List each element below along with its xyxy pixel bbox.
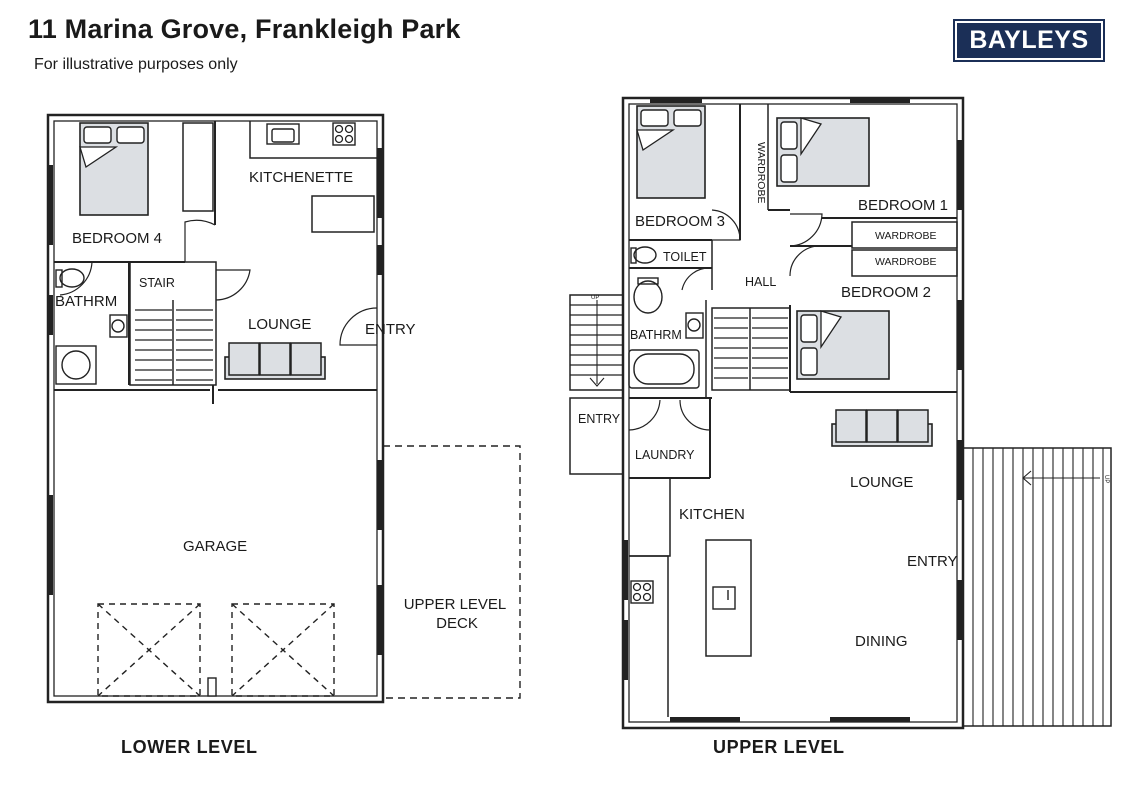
room-label: DINING: [855, 633, 908, 650]
lower-stair-treads: [135, 309, 213, 381]
room-label: DECK: [436, 615, 478, 632]
room-label: TOILET: [663, 250, 707, 264]
room-label: WARDROBE: [755, 142, 767, 203]
room-label: WARDROBE: [875, 230, 936, 242]
room-label: BEDROOM 2: [841, 284, 931, 301]
room-label: GARAGE: [183, 538, 247, 555]
bayleys-logo: BAYLEYS: [953, 19, 1105, 62]
upper-stair-treads: [714, 317, 788, 379]
stair-direction-label: UP: [591, 295, 599, 301]
room-label: STAIR: [139, 276, 175, 290]
bed-icon: [79, 122, 149, 216]
basin-icon: [109, 314, 128, 338]
room-label: BEDROOM 3: [635, 213, 725, 230]
upper-level-plan: [569, 96, 965, 730]
lower-level-label: LOWER LEVEL: [121, 737, 258, 757]
room-label: ENTRY: [907, 553, 958, 570]
toilet-icon: [55, 268, 85, 288]
stair-direction-label: UP: [1103, 475, 1109, 483]
room-label: LOUNGE: [248, 316, 311, 333]
exterior-stair-left: [569, 294, 624, 391]
upper-level-label: UPPER LEVEL: [713, 737, 845, 757]
room-label: UPPER LEVEL: [404, 596, 507, 613]
room-label: HALL: [745, 275, 776, 289]
room-label: ENTRY: [578, 412, 621, 426]
lower-level-plan: [46, 113, 521, 704]
room-label: BATHRM: [55, 293, 117, 310]
exterior-deck-right: [962, 447, 1112, 727]
room-label: LOUNGE: [850, 474, 913, 491]
sink-icon: [266, 123, 300, 145]
bed-icon: [636, 105, 706, 199]
room-label: WARDROBE: [875, 256, 936, 268]
room-label: BATHRM: [630, 328, 682, 342]
sofa-icon: [831, 409, 933, 447]
bath-icon: [628, 349, 700, 389]
bed-icon: [796, 310, 890, 380]
sink-icon: [712, 586, 736, 610]
room-label: KITCHENETTE: [249, 169, 353, 186]
page-title: 11 Marina Grove, Frankleigh Park: [28, 14, 461, 44]
toilet-icon: [630, 246, 663, 314]
room-label: LAUNDRY: [635, 448, 695, 462]
room-label: BEDROOM 4: [72, 230, 162, 247]
cooktop-icon: [630, 580, 654, 604]
shower-icon: [55, 345, 97, 385]
cooktop-icon: [332, 122, 356, 146]
bed-icon: [776, 117, 870, 187]
sofa-icon: [224, 342, 326, 380]
room-label: ENTRY: [365, 321, 416, 338]
basin-icon: [685, 312, 704, 339]
room-label: BEDROOM 1: [858, 197, 948, 214]
page-subtitle: For illustrative purposes only: [34, 56, 238, 73]
room-label: KITCHEN: [679, 506, 745, 523]
